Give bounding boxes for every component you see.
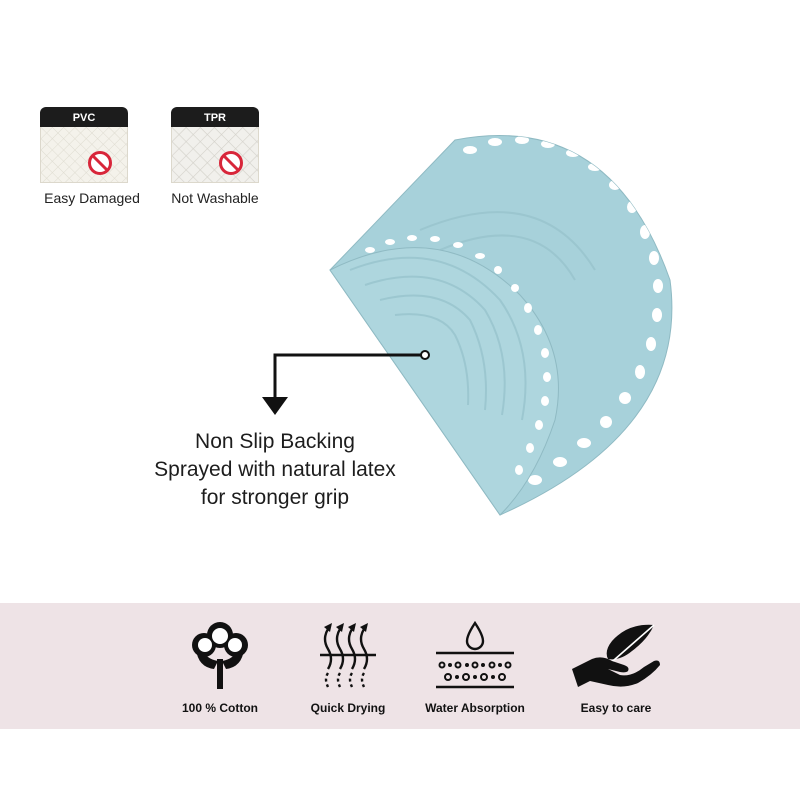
tpr-swatch: TPR (171, 107, 259, 183)
callout-line-1: Non Slip Backing (195, 430, 355, 453)
tpr-texture-pattern (172, 127, 258, 182)
no-symbol-icon (219, 151, 243, 175)
feature-label: Quick Drying (310, 701, 386, 715)
callout-line-3: for stronger grip (200, 486, 350, 509)
feature-easy-care: Easy to care (546, 615, 686, 715)
tpr-caption: Not Washable (171, 190, 259, 206)
feature-label: 100 % Cotton (181, 701, 258, 715)
cotton-icon (192, 622, 248, 689)
tpr-tag: TPR (171, 107, 259, 129)
pvc-texture (40, 127, 128, 183)
feature-label: Easy to care (580, 701, 652, 715)
feature-quick-drying: Quick Drying (278, 615, 418, 715)
easy-care-icon (572, 624, 660, 687)
pvc-texture-pattern (41, 127, 127, 182)
no-symbol-icon (88, 151, 112, 175)
pvc-caption: Easy Damaged (44, 190, 140, 206)
callout-arrow-icon (262, 350, 430, 415)
feature-water-absorption: Water Absorption (405, 615, 545, 715)
pvc-tag: PVC (40, 107, 128, 129)
water-absorption-icon (436, 620, 514, 689)
tpr-texture (171, 127, 259, 183)
non-slip-callout: Non Slip Backing Sprayed with natural la… (120, 428, 430, 512)
round-rug-image (329, 135, 673, 516)
features-band: 100 % Cotton Quick Drying (0, 603, 800, 729)
callout-line-2: Sprayed with natural latex (154, 458, 396, 481)
feature-label: Water Absorption (425, 701, 525, 715)
pvc-swatch: PVC (40, 107, 128, 183)
feature-cotton: 100 % Cotton (150, 615, 290, 715)
quick-drying-icon (320, 623, 376, 688)
